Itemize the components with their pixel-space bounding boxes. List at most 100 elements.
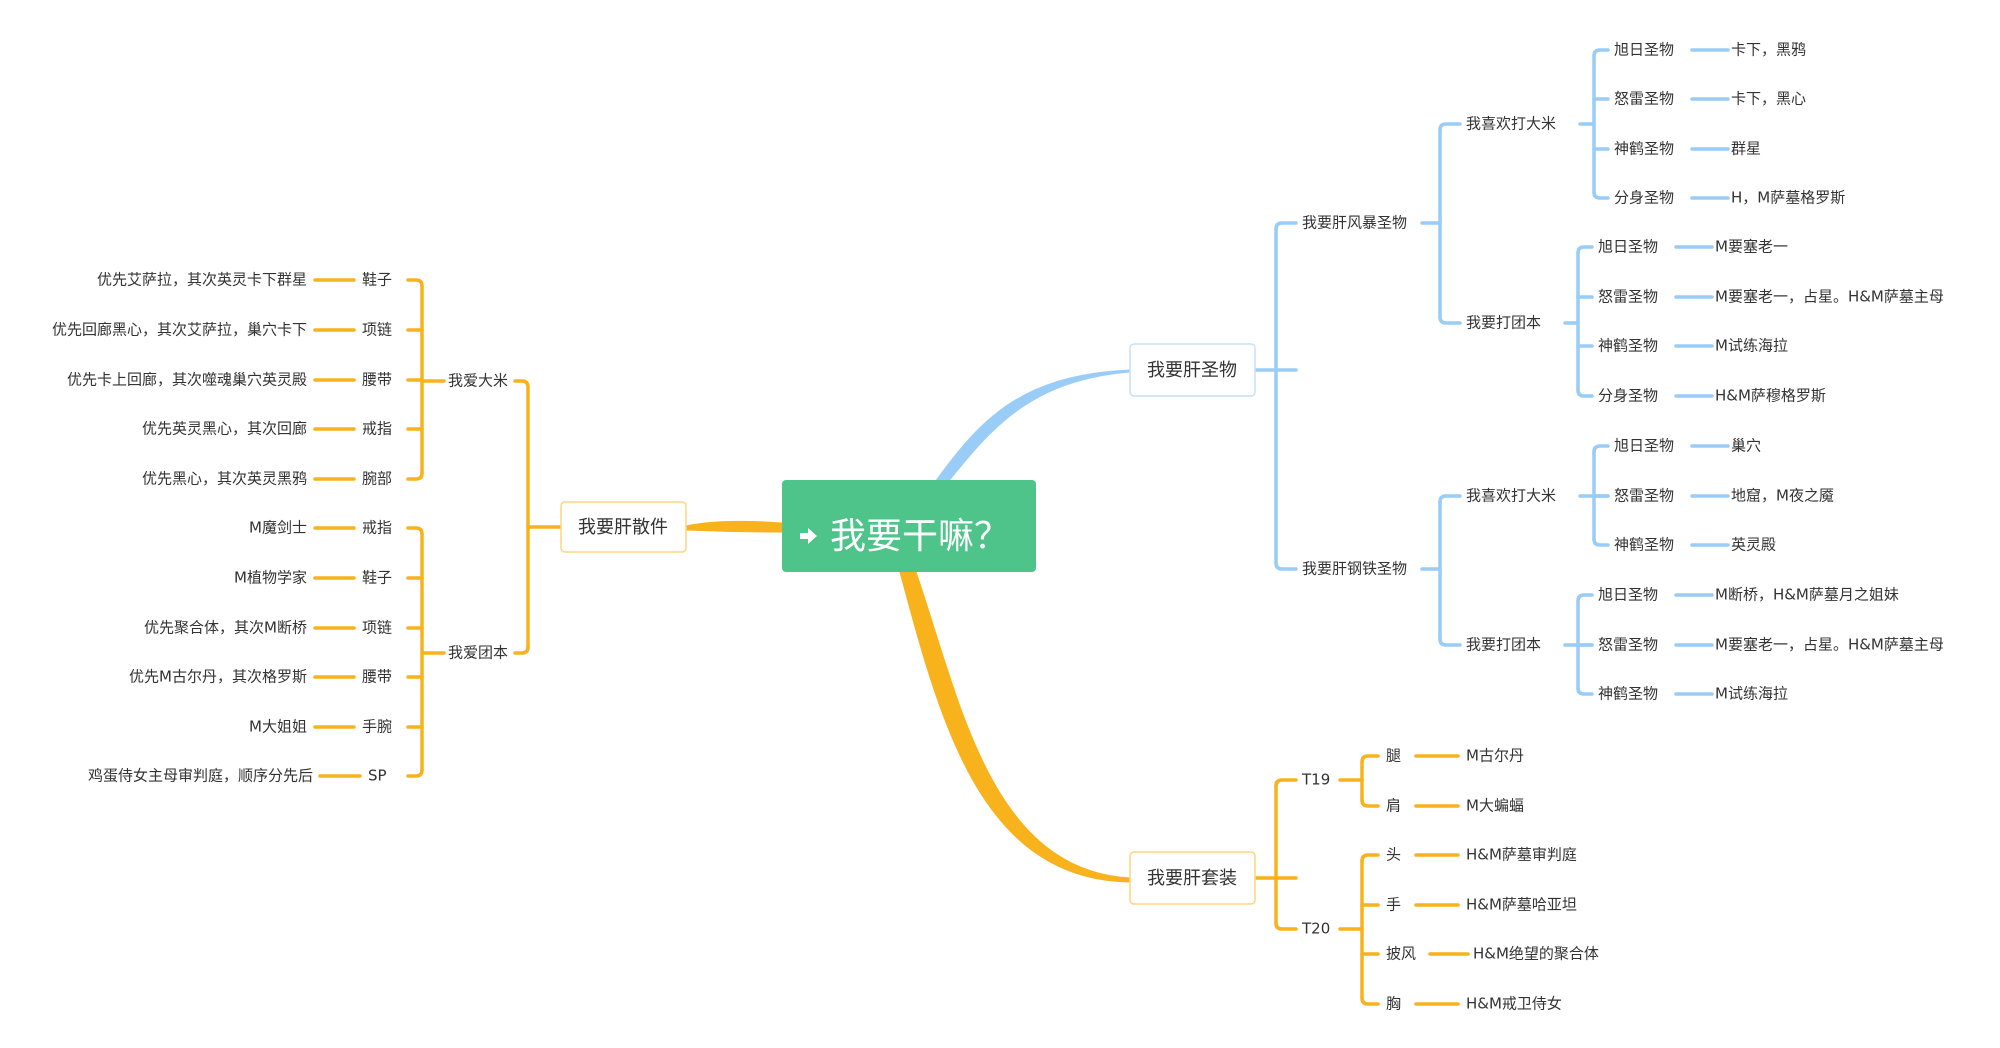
node-t19[interactable]: T19 — [1301, 771, 1330, 789]
detail-text[interactable]: M要塞老一，占星。H&M萨墓主母 — [1715, 288, 1944, 306]
node-sanjian-tuanben[interactable]: 我爱团本 — [448, 644, 508, 662]
relic-name[interactable]: 神鹤圣物 — [1614, 140, 1674, 158]
mind-map-nodes: 我要干嘛？ 我要肝散件 我爱大米 我爱团本 鞋子 项链 腰带 戒指 腕部 优先艾… — [52, 41, 1944, 1013]
connector-line — [1592, 190, 1610, 200]
detail-text[interactable]: M大姐姐 — [249, 718, 307, 736]
slot-label[interactable]: 胸 — [1386, 995, 1401, 1013]
detail-text[interactable]: 优先艾萨拉，其次英灵卡下群星 — [97, 271, 307, 289]
detail-text[interactable]: 优先聚合体，其次M断桥 — [144, 619, 307, 637]
slot-label[interactable]: 戒指 — [362, 420, 392, 438]
connector-line — [1360, 853, 1380, 863]
node-sanjian[interactable]: 我要肝散件 — [560, 501, 687, 553]
detail-text[interactable]: 地窟，M夜之魇 — [1731, 487, 1834, 505]
detail-text[interactable]: 优先回廊黑心，其次艾萨拉，巢穴卡下 — [52, 321, 307, 339]
detail-text[interactable]: 卡下，黑鸦 — [1731, 41, 1806, 59]
slot-label[interactable]: 戒指 — [362, 519, 392, 537]
connector-line — [1576, 388, 1594, 398]
slot-label[interactable]: 腰带 — [362, 668, 392, 686]
relic-name[interactable]: 旭日圣物 — [1598, 586, 1658, 604]
detail-text[interactable]: H&M萨墓审判庭 — [1466, 846, 1577, 864]
relic-name[interactable]: 旭日圣物 — [1614, 41, 1674, 59]
node-shengwu[interactable]: 我要肝圣物 — [1129, 343, 1256, 397]
slot-label[interactable]: 肩 — [1386, 797, 1401, 815]
root-node-box — [782, 480, 1036, 572]
connector-line — [513, 379, 530, 389]
relic-name[interactable]: 神鹤圣物 — [1598, 337, 1658, 355]
connector-line — [1592, 444, 1610, 454]
connector-line — [406, 526, 424, 536]
detail-text[interactable]: M断桥，H&M萨墓月之姐妹 — [1715, 586, 1899, 604]
node-fengbao[interactable]: 我要肝风暴圣物 — [1302, 214, 1407, 232]
detail-text[interactable]: 英灵殿 — [1731, 536, 1776, 554]
detail-text[interactable]: 鸡蛋侍女主母审判庭，顺序分先后 — [88, 767, 313, 785]
relic-name[interactable]: 旭日圣物 — [1614, 437, 1674, 455]
detail-text[interactable]: M大蝙蝠 — [1466, 797, 1524, 815]
detail-text[interactable]: M试练海拉 — [1715, 337, 1788, 355]
connector-line — [685, 520, 783, 533]
node-gangtie[interactable]: 我要肝钢铁圣物 — [1302, 560, 1407, 578]
detail-text[interactable]: 优先卡上回廊，其次噬魂巢穴英灵殿 — [67, 371, 307, 389]
node-box — [560, 501, 687, 553]
detail-text[interactable]: M要塞老一 — [1715, 238, 1788, 256]
detail-text[interactable]: 优先黑心，其次英灵黑鸦 — [142, 470, 307, 488]
node-taozhuang[interactable]: 我要肝套装 — [1129, 851, 1256, 905]
detail-text[interactable]: M魔剑士 — [249, 519, 307, 537]
detail-text[interactable]: M试练海拉 — [1715, 685, 1788, 703]
slot-label[interactable]: 手腕 — [362, 718, 392, 736]
connector-line — [934, 369, 1131, 483]
node-label: 我要肝套装 — [1147, 868, 1237, 889]
detail-text[interactable]: 优先M古尔丹，其次格罗斯 — [129, 668, 307, 686]
relic-name[interactable]: 怒雷圣物 — [1614, 487, 1674, 505]
detail-text[interactable]: 群星 — [1731, 140, 1761, 158]
detail-text[interactable]: 巢穴 — [1731, 437, 1761, 455]
slot-label[interactable]: 腿 — [1386, 747, 1401, 765]
slot-label[interactable]: 鞋子 — [362, 569, 392, 587]
detail-text[interactable]: 卡下，黑心 — [1731, 90, 1806, 108]
detail-text[interactable]: M植物学家 — [234, 569, 307, 587]
root-label: 我要干嘛？ — [830, 516, 1010, 557]
relic-name[interactable]: 神鹤圣物 — [1598, 685, 1658, 703]
node-fengbao-daimi[interactable]: 我喜欢打大米 — [1466, 115, 1556, 133]
node-gangtie-daimi[interactable]: 我喜欢打大米 — [1466, 487, 1556, 505]
slot-label[interactable]: 项链 — [362, 321, 392, 339]
relic-name[interactable]: 怒雷圣物 — [1598, 288, 1658, 306]
relic-name[interactable]: 怒雷圣物 — [1598, 636, 1658, 654]
connector-line — [1274, 561, 1298, 571]
node-fengbao-tuanben[interactable]: 我要打团本 — [1466, 314, 1541, 332]
connector-line — [1360, 754, 1380, 764]
root-node[interactable]: 我要干嘛？ — [782, 480, 1036, 572]
slot-label[interactable]: SP — [368, 767, 387, 785]
connector-line — [1274, 221, 1298, 231]
node-gangtie-tuanben[interactable]: 我要打团本 — [1466, 636, 1541, 654]
relic-name[interactable]: 神鹤圣物 — [1614, 536, 1674, 554]
relic-name[interactable]: 分身圣物 — [1614, 189, 1674, 207]
slot-label[interactable]: 项链 — [362, 619, 392, 637]
node-t20[interactable]: T20 — [1301, 920, 1330, 938]
relic-name[interactable]: 怒雷圣物 — [1614, 90, 1674, 108]
slot-label[interactable]: 披风 — [1386, 945, 1416, 963]
detail-text[interactable]: 优先英灵黑心，其次回廊 — [142, 420, 307, 438]
node-box — [1129, 851, 1256, 905]
detail-text[interactable]: H&M绝望的聚合体 — [1473, 945, 1599, 963]
slot-label[interactable]: 鞋子 — [362, 271, 392, 289]
relic-name[interactable]: 分身圣物 — [1598, 387, 1658, 405]
connector-line — [1576, 245, 1594, 255]
connector-line — [406, 768, 424, 778]
detail-text[interactable]: H，M萨墓格罗斯 — [1731, 189, 1845, 207]
slot-label[interactable]: 头 — [1386, 846, 1401, 864]
detail-text[interactable]: H&M萨穆格罗斯 — [1715, 387, 1826, 405]
detail-text[interactable]: H&M萨墓哈亚坦 — [1466, 896, 1577, 914]
slot-label[interactable]: 腰带 — [362, 371, 392, 389]
relic-name[interactable]: 旭日圣物 — [1598, 238, 1658, 256]
connector-line — [1274, 778, 1298, 788]
slot-label[interactable]: 手 — [1386, 896, 1401, 914]
slot-label[interactable]: 腕部 — [362, 470, 392, 488]
arrow-right-icon — [800, 528, 817, 544]
node-sanjian-daimi[interactable]: 我爱大米 — [448, 372, 508, 390]
detail-text[interactable]: M古尔丹 — [1466, 747, 1524, 765]
detail-text[interactable]: M要塞老一，占星。H&M萨墓主母 — [1715, 636, 1944, 654]
detail-text[interactable]: H&M戒卫侍女 — [1466, 995, 1562, 1013]
connector-line — [1576, 686, 1594, 696]
connector-line — [406, 471, 424, 481]
